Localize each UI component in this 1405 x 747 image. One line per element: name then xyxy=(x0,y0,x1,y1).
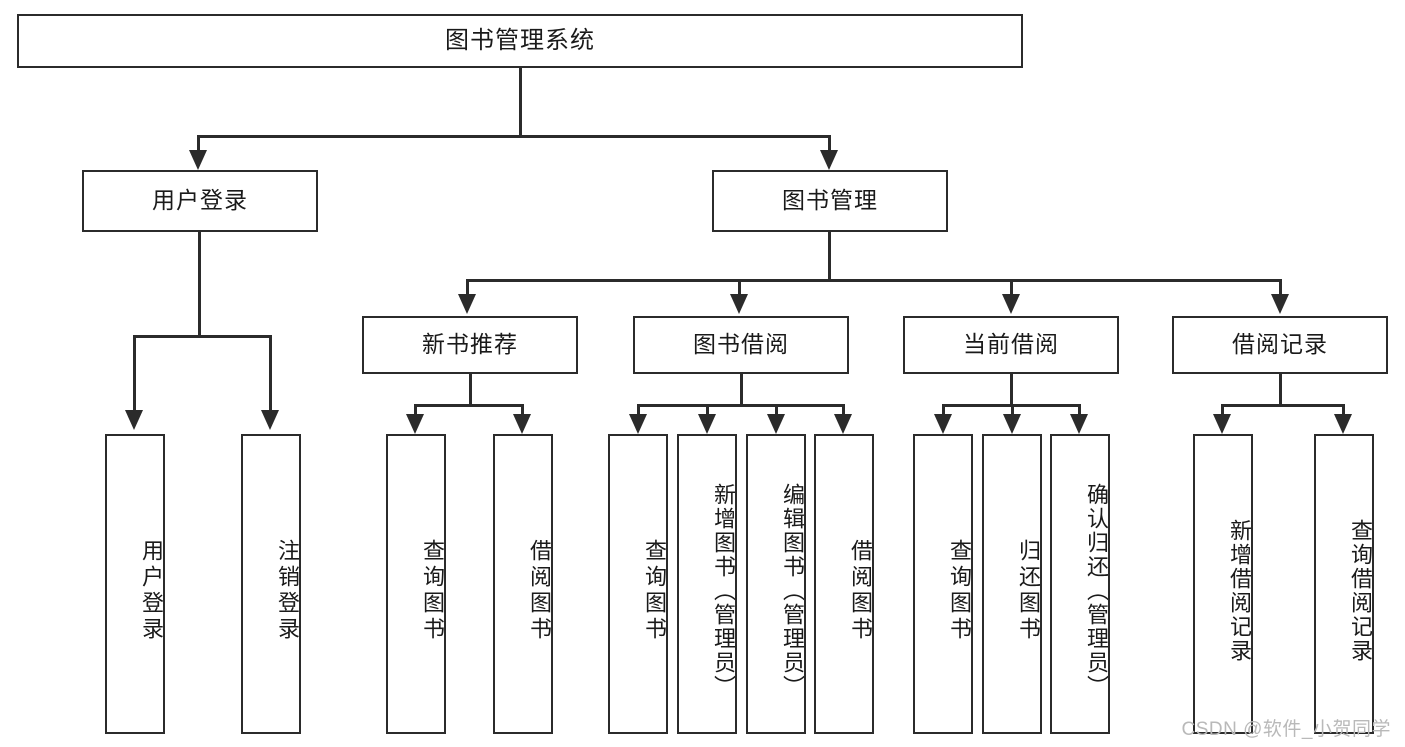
connector-drop-leaf-edit-book xyxy=(775,404,778,418)
connector-group-user-login-bus xyxy=(133,335,272,338)
arrowhead-to-leaf-edit-book xyxy=(767,414,785,434)
arrowhead-to-leaf-query-book-1 xyxy=(406,414,424,434)
node-leaf-query-book-3[interactable]: 查询图书 xyxy=(913,434,973,734)
connector-drop-leaf-query-record xyxy=(1342,404,1345,418)
connector-group-borrow-record-bus xyxy=(1221,404,1345,407)
connector-drop-new-book-rec xyxy=(466,279,469,297)
connector-group-book-borrow-bus xyxy=(637,404,845,407)
arrowhead-to-book-manage xyxy=(820,150,838,170)
node-user-login[interactable]: 用户登录 xyxy=(82,170,318,232)
arrowhead-to-leaf-borrow-book-1 xyxy=(513,414,531,434)
arrowhead-to-leaf-user-logout xyxy=(261,410,279,430)
connector-drop-leaf-user-login xyxy=(133,335,136,418)
node-new-book-rec[interactable]: 新书推荐 xyxy=(362,316,578,374)
connector-drop-leaf-confirm-return xyxy=(1078,404,1081,418)
arrowhead-to-book-borrow xyxy=(730,294,748,314)
node-leaf-user-logout[interactable]: 注销登录 xyxy=(241,434,301,734)
connector-drop-leaf-return-book xyxy=(1011,404,1014,418)
node-borrow-record[interactable]: 借阅记录 xyxy=(1172,316,1388,374)
node-leaf-edit-book[interactable]: 编辑图书（管理员） xyxy=(746,434,806,734)
connector-drop-leaf-user-logout xyxy=(269,335,272,418)
arrowhead-to-leaf-add-book xyxy=(698,414,716,434)
connector-book-borrow-stem xyxy=(740,374,743,406)
node-leaf-borrow-book-2[interactable]: 借阅图书 xyxy=(814,434,874,734)
connector-group-new-book-rec-bus xyxy=(414,404,524,407)
connector-book-manage-bus xyxy=(466,279,1282,282)
node-leaf-return-book[interactable]: 归还图书 xyxy=(982,434,1042,734)
arrowhead-to-leaf-user-login xyxy=(125,410,143,430)
arrowhead-to-leaf-return-book xyxy=(1003,414,1021,434)
arrowhead-to-leaf-borrow-book-2 xyxy=(834,414,852,434)
node-leaf-confirm-return[interactable]: 确认归还（管理员） xyxy=(1050,434,1110,734)
connector-drop-current-borrow xyxy=(1010,279,1013,297)
connector-drop-borrow-record xyxy=(1279,279,1282,297)
node-leaf-query-book-1[interactable]: 查询图书 xyxy=(386,434,446,734)
connector-drop-leaf-query-book-1 xyxy=(414,404,417,418)
node-leaf-add-record[interactable]: 新增借阅记录 xyxy=(1193,434,1253,734)
connector-borrow-record-stem xyxy=(1279,374,1282,406)
arrowhead-to-leaf-confirm-return xyxy=(1070,414,1088,434)
arrowhead-to-current-borrow xyxy=(1002,294,1020,314)
node-current-borrow[interactable]: 当前借阅 xyxy=(903,316,1119,374)
connector-book-manage-stem xyxy=(828,232,831,282)
arrowhead-to-leaf-add-record xyxy=(1213,414,1231,434)
node-root-system[interactable]: 图书管理系统 xyxy=(17,14,1023,68)
node-leaf-query-record[interactable]: 查询借阅记录 xyxy=(1314,434,1374,734)
connector-root-drop-left xyxy=(197,135,200,153)
connector-root-bus xyxy=(197,135,831,138)
arrowhead-to-leaf-query-record xyxy=(1334,414,1352,434)
connector-root-drop-right xyxy=(828,135,831,153)
connector-drop-leaf-add-book xyxy=(706,404,709,418)
connector-drop-leaf-borrow-book-1 xyxy=(521,404,524,418)
node-book-borrow[interactable]: 图书借阅 xyxy=(633,316,849,374)
node-leaf-add-book[interactable]: 新增图书（管理员） xyxy=(677,434,737,734)
watermark-text: CSDN @软件_小贺同学 xyxy=(1181,719,1391,740)
arrowhead-to-user-login xyxy=(189,150,207,170)
connector-new-book-rec-stem xyxy=(469,374,472,406)
connector-drop-leaf-add-record xyxy=(1221,404,1224,418)
node-book-manage[interactable]: 图书管理 xyxy=(712,170,948,232)
arrowhead-to-leaf-query-book-2 xyxy=(629,414,647,434)
node-leaf-borrow-book-1[interactable]: 借阅图书 xyxy=(493,434,553,734)
node-leaf-query-book-2[interactable]: 查询图书 xyxy=(608,434,668,734)
connector-drop-leaf-query-book-2 xyxy=(637,404,640,418)
node-leaf-user-login[interactable]: 用户登录 xyxy=(105,434,165,734)
connector-current-borrow-stem xyxy=(1010,374,1013,406)
connector-drop-leaf-borrow-book-2 xyxy=(842,404,845,418)
arrowhead-to-new-book-rec xyxy=(458,294,476,314)
connector-user-login-stem xyxy=(198,232,201,337)
connector-drop-leaf-query-book-3 xyxy=(942,404,945,418)
connector-drop-book-borrow xyxy=(738,279,741,297)
connector-root-stem xyxy=(519,68,522,137)
arrowhead-to-leaf-query-book-3 xyxy=(934,414,952,434)
arrowhead-to-borrow-record xyxy=(1271,294,1289,314)
